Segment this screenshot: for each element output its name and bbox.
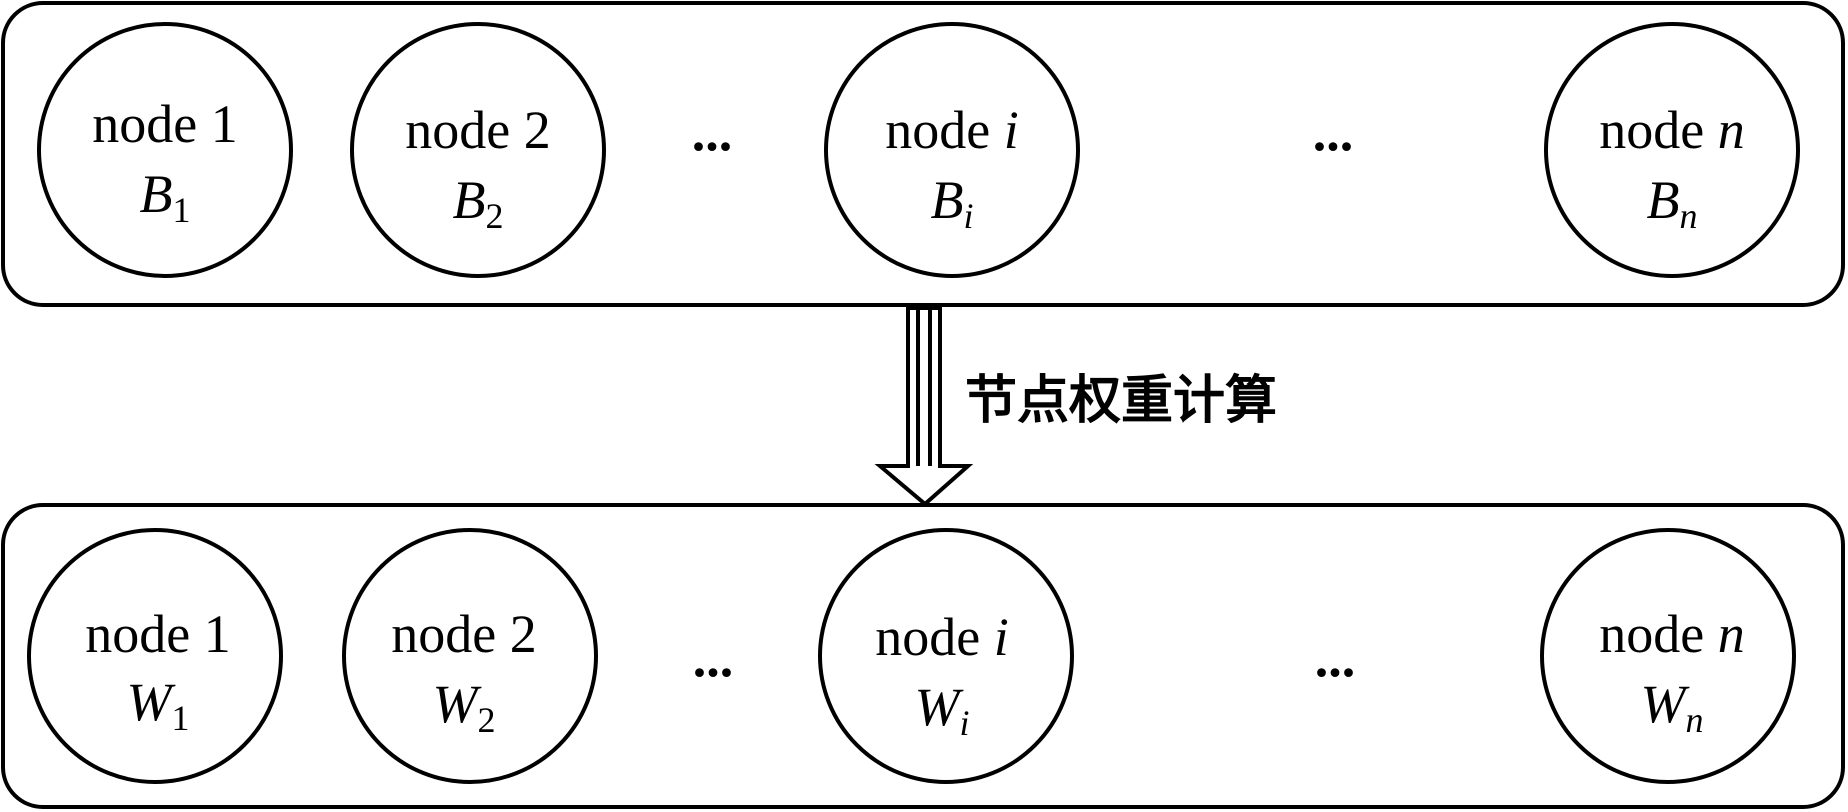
top-node-i-label-var: i <box>1004 100 1019 160</box>
bottom-node-i-sub: i <box>959 703 969 743</box>
top-node-1: node 1 B1 <box>37 22 293 278</box>
bottom-node-1: node 1 W1 <box>27 528 283 784</box>
top-node-n-sub: n <box>1680 196 1698 236</box>
top-node-2-var: B <box>453 170 486 230</box>
svg-text:node 2: node 2 <box>405 100 550 160</box>
top-node-i-var: B <box>930 170 963 230</box>
bottom-node-i-label: node <box>875 607 993 667</box>
top-node-i-sub: i <box>963 196 973 236</box>
svg-text:B1: B1 <box>140 164 191 230</box>
bottom-node-1-circle <box>27 528 283 784</box>
bottom-node-n-var: W <box>1641 674 1691 734</box>
bottom-node-n-label-var: n <box>1718 604 1745 664</box>
top-node-i: node i Bi <box>824 22 1080 278</box>
top-node-1-label: node 1 <box>92 94 237 154</box>
bottom-node-n-label: node <box>1599 604 1717 664</box>
bottom-node-i: node i Wi <box>818 528 1074 784</box>
bottom-node-i-circle <box>818 528 1074 784</box>
bottom-node-2: node 2 W2 <box>342 528 598 784</box>
bottom-node-n: node n Wn <box>1540 528 1796 784</box>
top-node-2: node 2 B2 <box>350 22 606 278</box>
top-node-n: node n Bn <box>1544 22 1800 278</box>
top-ellipsis-1: ... <box>692 102 733 162</box>
top-node-i-label: node <box>885 100 1003 160</box>
svg-text:B2: B2 <box>453 170 504 236</box>
svg-text:node i: node i <box>875 607 1008 667</box>
svg-text:node 1: node 1 <box>85 604 230 664</box>
top-node-i-circle <box>824 22 1080 278</box>
top-node-n-circle <box>1544 22 1800 278</box>
top-node-n-label-var: n <box>1718 100 1745 160</box>
bottom-node-n-circle <box>1540 528 1796 784</box>
bottom-node-1-sub: 1 <box>171 698 189 738</box>
top-node-2-label: node 2 <box>405 100 550 160</box>
svg-text:node n: node n <box>1599 100 1744 160</box>
bottom-ellipsis-2: ... <box>1315 628 1356 688</box>
svg-text:Wn: Wn <box>1641 674 1704 740</box>
svg-text:Wi: Wi <box>915 677 970 743</box>
bottom-node-i-label-var: i <box>994 607 1009 667</box>
top-node-2-circle <box>350 22 606 278</box>
top-ellipsis-2: ... <box>1313 102 1354 162</box>
svg-text:node 2: node 2 <box>391 604 536 664</box>
svg-text:W1: W1 <box>127 672 190 738</box>
top-node-n-var: B <box>1647 170 1680 230</box>
top-node-1-var: B <box>140 164 173 224</box>
svg-text:W2: W2 <box>433 674 496 740</box>
svg-text:Bi: Bi <box>930 170 973 236</box>
svg-text:Bn: Bn <box>1647 170 1698 236</box>
bottom-node-1-var: W <box>127 672 177 732</box>
bottom-ellipsis-1: ... <box>693 628 734 688</box>
bottom-node-2-circle <box>342 528 598 784</box>
bottom-node-2-sub: 2 <box>477 700 495 740</box>
top-node-n-label: node <box>1599 100 1717 160</box>
top-group-box <box>1 1 1845 307</box>
bottom-node-1-label: node 1 <box>85 604 230 664</box>
bottom-node-2-var: W <box>433 674 483 734</box>
top-node-1-circle <box>37 22 293 278</box>
svg-text:node 1: node 1 <box>92 94 237 154</box>
bottom-node-n-sub: n <box>1685 700 1703 740</box>
bottom-node-i-var: W <box>915 677 965 737</box>
top-node-2-sub: 2 <box>486 196 504 236</box>
arrow-label: 节点权重计算 <box>965 371 1277 431</box>
bottom-group-box <box>1 503 1845 809</box>
svg-text:node n: node n <box>1599 604 1744 664</box>
down-arrow-icon <box>874 306 974 507</box>
svg-text:node i: node i <box>885 100 1018 160</box>
top-node-1-sub: 1 <box>173 190 191 230</box>
bottom-node-2-label: node 2 <box>391 604 536 664</box>
